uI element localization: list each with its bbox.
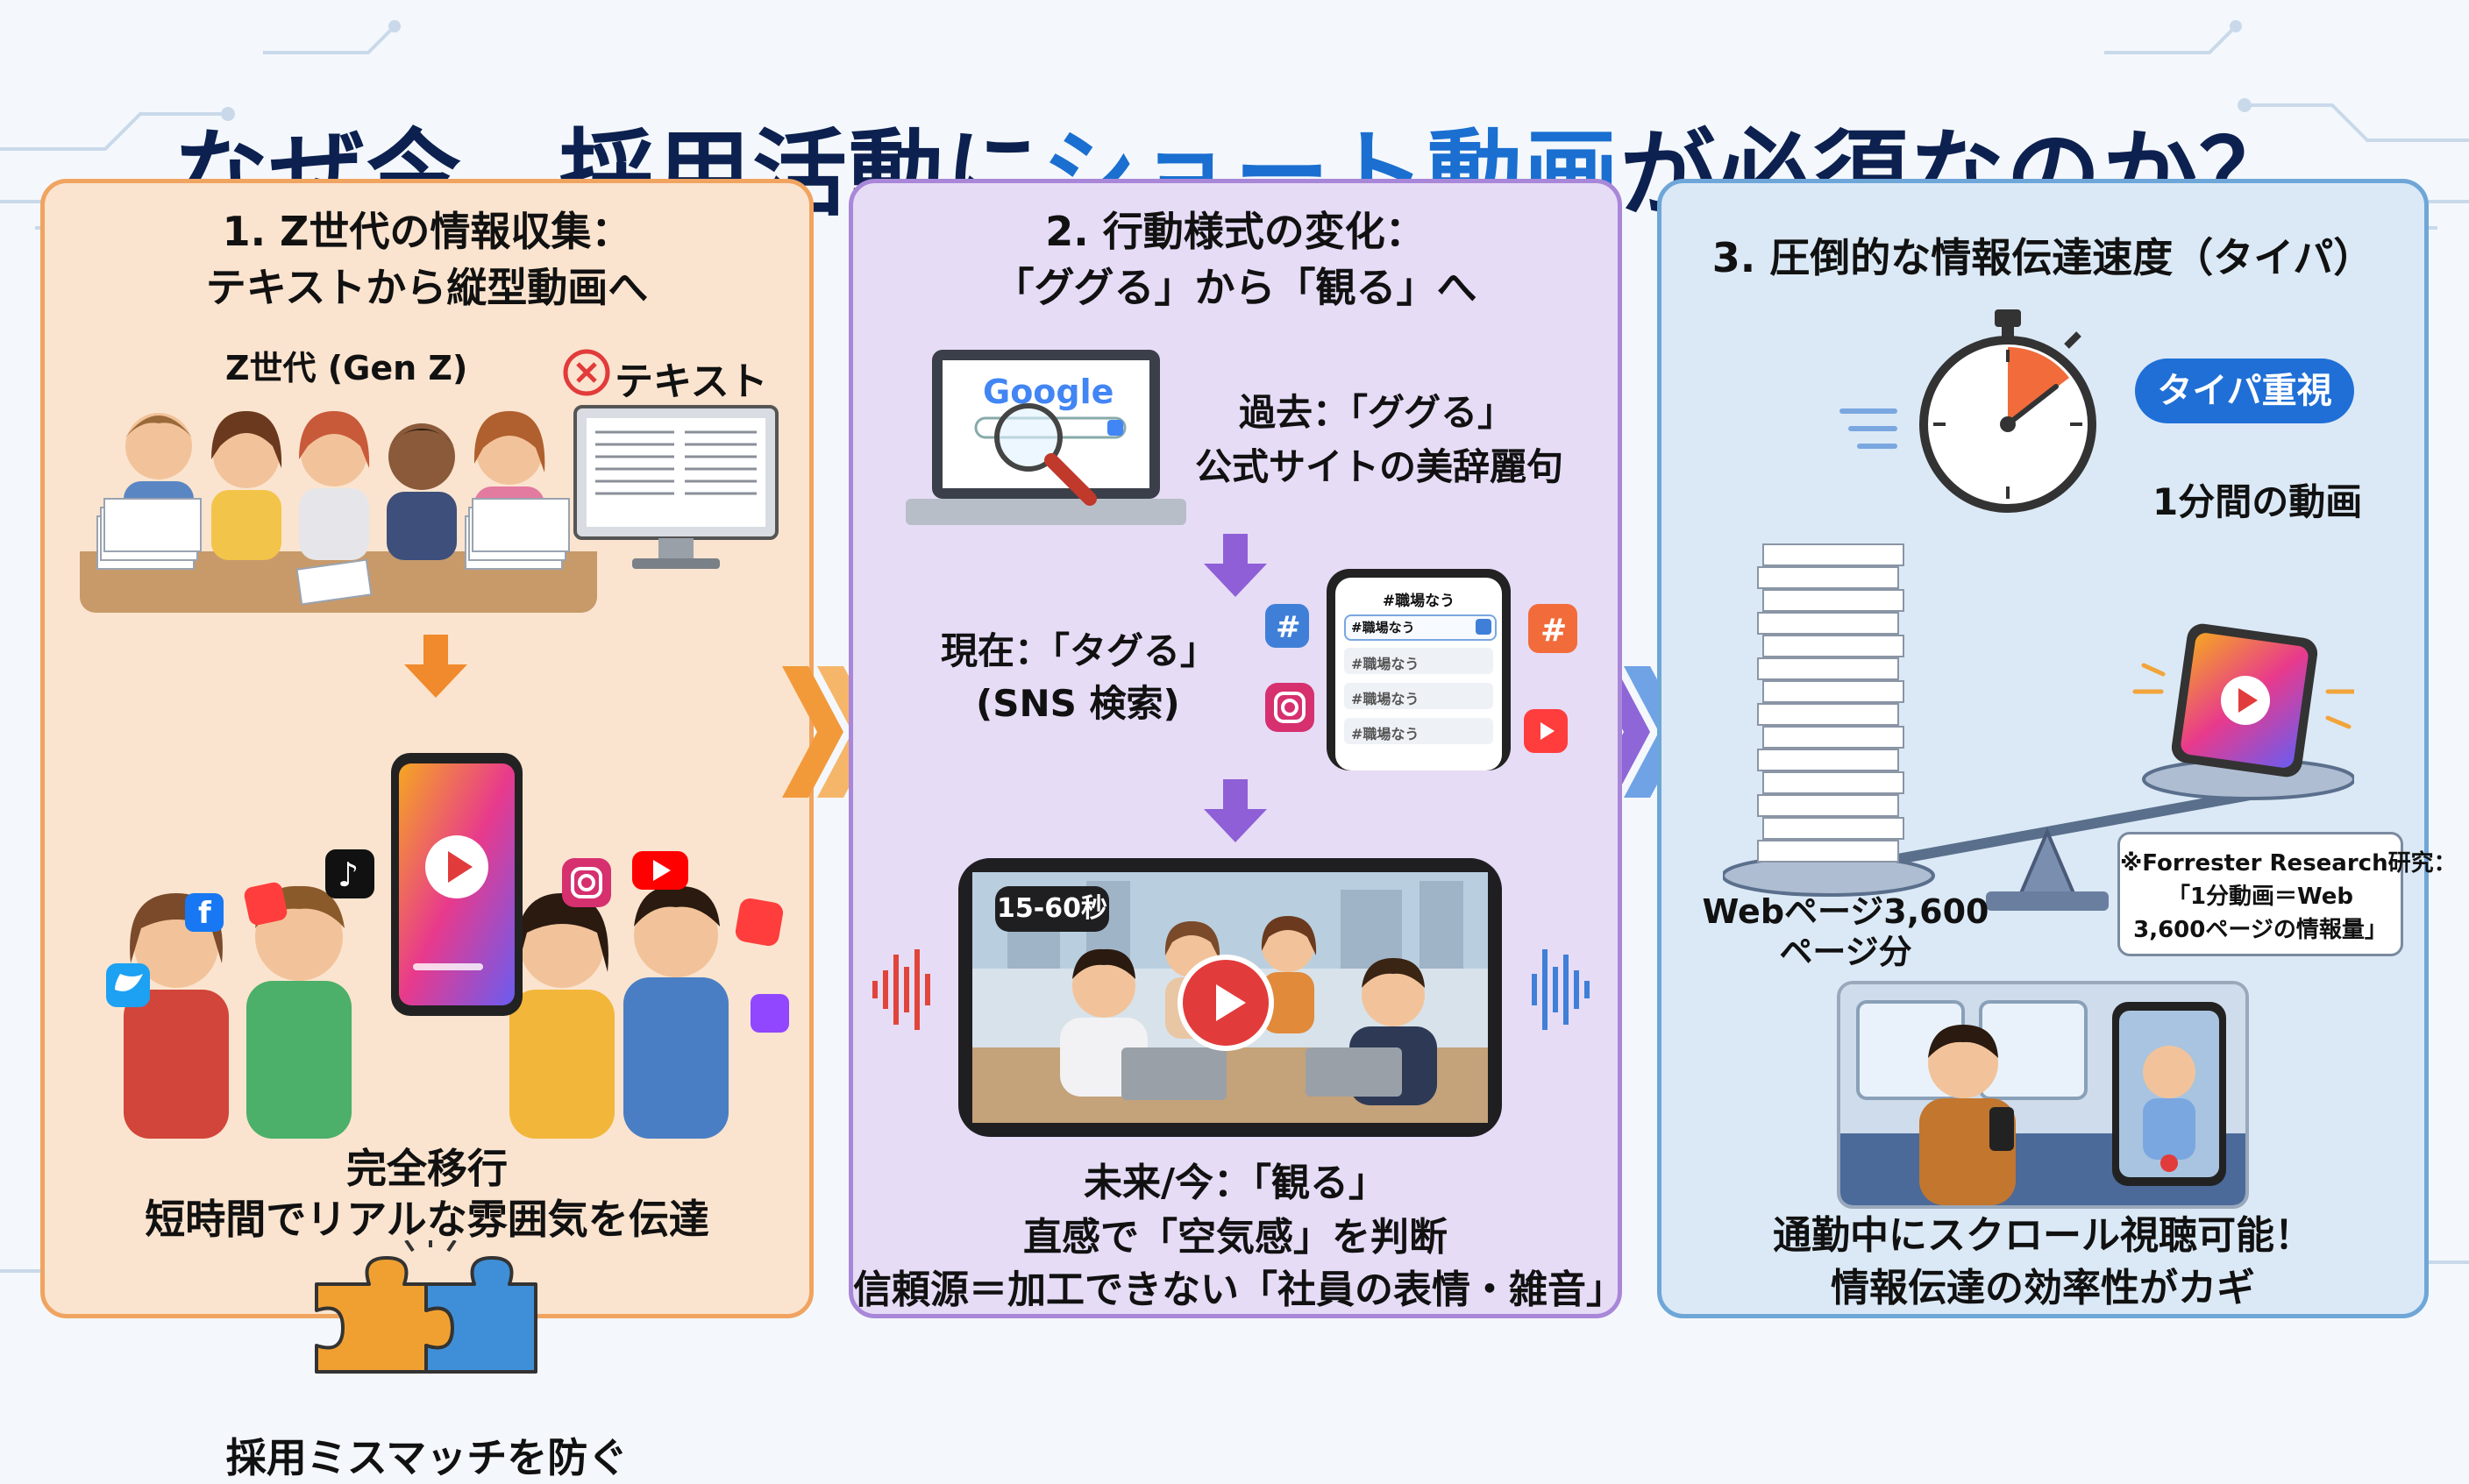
note-line2: 「1分動画＝Web xyxy=(2167,884,2354,910)
future-line1: 未来/今：「観る」 xyxy=(1083,1161,1388,1205)
mismatch-label: 採用ミスマッチを防ぐ xyxy=(225,1434,629,1481)
pages-line1: Webページ3,600 xyxy=(1702,892,1989,931)
speed-lines-icon xyxy=(1839,408,1897,449)
hashtag-icon: # xyxy=(1265,604,1309,648)
phone-header: #職場なう xyxy=(1382,593,1455,610)
panel-efficiency: 3. 圧倒的な情報伝達速度（タイパ） タイパ重視 1分間の動画 Webページ3,… xyxy=(1657,179,2457,1318)
play-button[interactable] xyxy=(1178,955,1274,1051)
video-label: 1分間の動画 xyxy=(2152,480,2363,523)
present-line1: 現在：「タグる」 xyxy=(941,629,1218,672)
list-item[interactable]: #職場なう xyxy=(1344,648,1493,674)
x-circle-icon xyxy=(563,349,610,396)
google-logo: Google xyxy=(983,373,1114,411)
pages-line2: ページ分 xyxy=(1779,933,1912,971)
genz-group-illustration xyxy=(80,385,597,613)
sound-wave-icon xyxy=(1532,949,1590,1030)
commute-line2: 情報伝達の効率性がカギ xyxy=(1831,1266,2255,1310)
shorts-icon xyxy=(1524,709,1568,753)
monitor-text-illustration xyxy=(573,405,779,569)
office-video-phone: 15-60秒 xyxy=(958,858,1502,1137)
note-line3: 3,600ページの情報量」 xyxy=(2133,917,2387,943)
duration-badge: 15-60秒 xyxy=(995,886,1109,932)
present-line2: (SNS 検索) xyxy=(976,682,1180,725)
research-note: ※Forrester Research研究： 「1分動画＝Web 3,600ペー… xyxy=(2117,832,2457,956)
panel1-heading-line2: テキストから縦型動画へ xyxy=(205,264,649,311)
laptop-google-illustration xyxy=(906,350,1186,525)
svg-text:#: # xyxy=(1276,610,1301,645)
svg-text:♪: ♪ xyxy=(338,856,359,894)
instagram-icon xyxy=(1265,683,1314,732)
stopwatch-icon xyxy=(1919,309,2096,513)
panel1-heading-line1: 1. Z世代の情報収集： xyxy=(222,208,632,255)
text-label: テキスト xyxy=(615,359,768,404)
commute-line1: 通勤中にスクロール視聴可能！ xyxy=(1773,1213,2313,1258)
list-item[interactable]: #職場なう xyxy=(1344,718,1493,744)
list-item[interactable]: #職場なう xyxy=(1344,683,1493,709)
sound-wave-icon xyxy=(872,949,930,1030)
past-line1: 過去：「ググる」 xyxy=(1239,391,1515,434)
future-line3: 信頼源＝加工できない「社員の表情・雑音」 xyxy=(853,1267,1625,1312)
panel2-heading-line1: 2. 行動様式の変化： xyxy=(1045,208,1426,255)
genz-label: Z世代 (Gen Z) xyxy=(225,349,468,387)
transition-line1: 完全移行 xyxy=(346,1145,508,1192)
balance-scale-icon xyxy=(1723,543,2354,911)
commute-illustration xyxy=(1837,981,2249,1209)
future-line2: 直感で「空気感」を判断 xyxy=(1023,1215,1448,1260)
puzzle-icon xyxy=(315,1240,537,1374)
panel-behavior: 2. 行動様式の変化： 「ググる」から「観る」へ Google 過去：「ググる」… xyxy=(849,179,1625,1318)
panel-genz: 1. Z世代の情報収集： テキストから縦型動画へ Z世代 (Gen Z) テキス… xyxy=(40,179,814,1481)
phone-search-text: #職場なう xyxy=(1351,620,1415,635)
svg-text:f: f xyxy=(198,896,212,931)
down-arrow-icon xyxy=(1204,534,1267,597)
down-arrow-icon xyxy=(1204,779,1267,842)
taipa-badge: タイパ重視 xyxy=(2135,359,2354,423)
genz-social-illustration: f ♪ xyxy=(71,700,790,1139)
note-line1: ※Forrester Research研究： xyxy=(2120,850,2457,877)
past-line2: 公式サイトの美辞麗句 xyxy=(1195,445,1564,488)
panel2-heading-line2: 「ググる」から「観る」へ xyxy=(993,264,1477,311)
search-icon[interactable] xyxy=(1476,619,1491,635)
hashtag-icon: # xyxy=(1528,604,1577,653)
transition-line2: 短時間でリアルな雰囲気を伝達 xyxy=(145,1196,709,1243)
svg-text:#: # xyxy=(1540,613,1567,649)
play-icon xyxy=(1216,984,1246,1021)
panel3-heading: 3. 圧倒的な情報伝達速度（タイパ） xyxy=(1711,234,2374,281)
hashtag-search-phone: #職場なう #職場なう #職場なう #職場なう #職場なう xyxy=(1327,569,1511,770)
phone-search-input[interactable]: #職場なう xyxy=(1344,614,1497,641)
down-arrow-icon xyxy=(404,635,467,698)
